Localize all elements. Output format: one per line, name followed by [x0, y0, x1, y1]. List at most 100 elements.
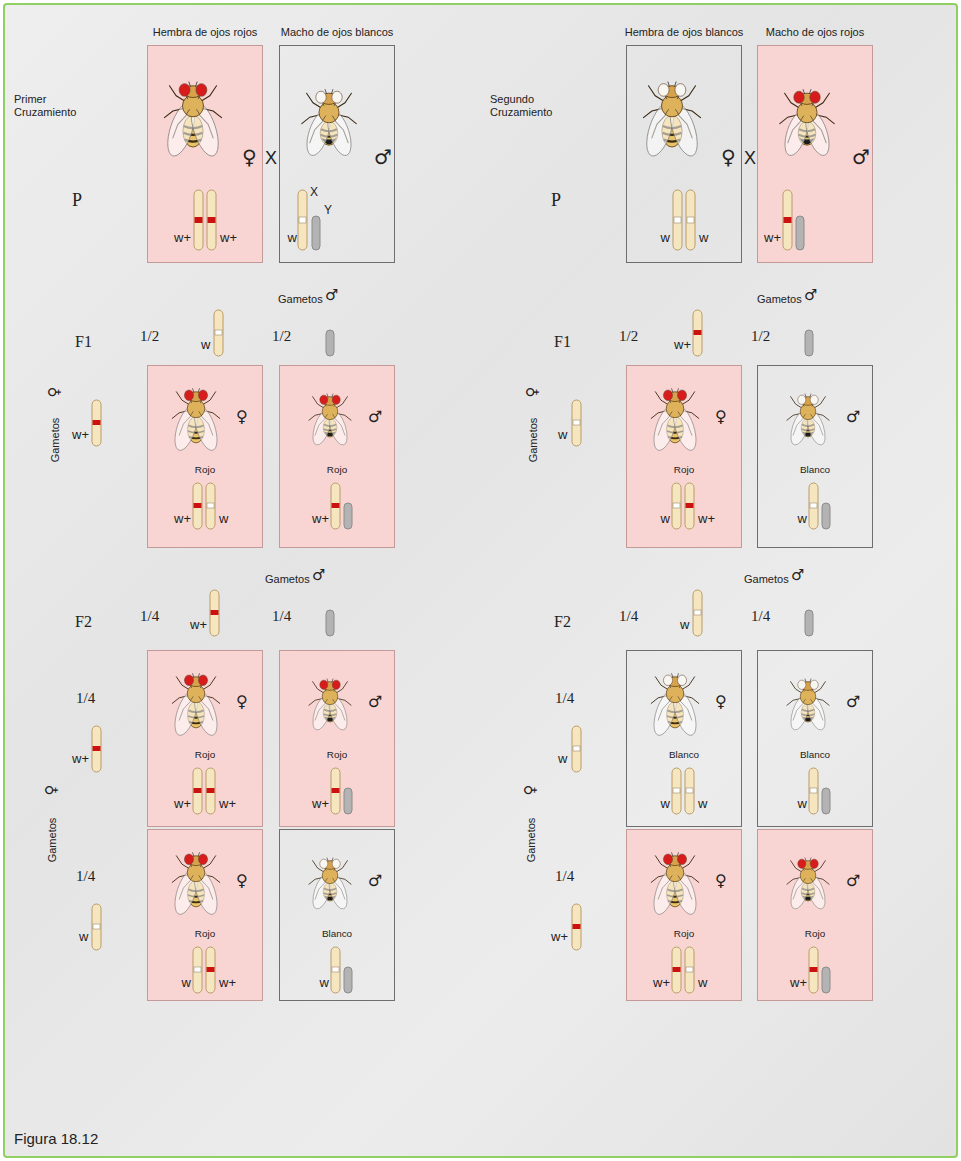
allele-label: w	[798, 797, 807, 812]
gamete-heading: Gametos	[527, 418, 540, 463]
fly-box-art	[641, 82, 702, 250]
sex-symbol: ♂	[368, 693, 382, 711]
sex-symbol: ♀	[522, 785, 539, 796]
allele-label: w+	[764, 231, 781, 246]
allele-label: w+	[219, 797, 236, 812]
fly-box: ♂Blancow	[757, 650, 873, 827]
fraction: 1/2	[751, 328, 770, 345]
allele-label: w+	[190, 618, 207, 633]
sex-symbol: ♀	[236, 693, 248, 711]
fly-box: ♀Rojow+w+	[147, 650, 263, 827]
phenotype-label: Rojo	[758, 928, 872, 939]
sex-symbol: ♂	[368, 872, 382, 890]
allele-label: w+	[72, 752, 89, 767]
generation-label: P	[551, 190, 561, 211]
fly-box: Macho de ojos blancos♂wXY	[279, 45, 395, 263]
phenotype-label: Blanco	[280, 928, 394, 939]
fly-box-art	[626, 829, 742, 1001]
allele-label: w	[79, 930, 88, 945]
generation-label: P	[72, 190, 82, 211]
figure-caption: Figura 18.12	[14, 1130, 98, 1147]
box-heading: Hembra de ojos rojos	[136, 26, 274, 39]
generation-label: F2	[554, 613, 571, 631]
phenotype-label: Rojo	[627, 928, 741, 939]
sex-symbol: ♀	[236, 872, 248, 890]
allele-label: w+	[174, 231, 191, 246]
fly-box: Macho de ojos rojos♂w+	[757, 45, 873, 263]
phenotype-label: Rojo	[148, 464, 262, 475]
fly-box: ♀Blancoww	[626, 650, 742, 827]
fly-box-art	[147, 829, 263, 1001]
cross-name: Primer Cruzamiento	[14, 93, 84, 118]
sex-symbol: ♀	[524, 387, 541, 398]
fly-box: ♂Blancow	[279, 829, 395, 1001]
gamete-heading: Gametos	[278, 293, 323, 306]
fraction: 1/4	[555, 690, 574, 707]
fraction: 1/4	[140, 608, 159, 625]
allele-label: w	[698, 797, 707, 812]
sex-symbol: ♂	[852, 146, 870, 169]
fraction: 1/4	[76, 690, 95, 707]
cross-symbol: X	[265, 148, 277, 169]
fly-box: ♂Blancow	[757, 365, 873, 548]
cross-name: Segundo Cruzamiento	[490, 93, 560, 118]
phenotype-label: Blanco	[758, 749, 872, 760]
phenotype-label: Rojo	[148, 749, 262, 760]
fly-box-art	[787, 394, 830, 529]
phenotype-label: Blanco	[758, 464, 872, 475]
allele-label: w	[182, 976, 191, 991]
gamete-heading: Gametos	[744, 573, 789, 586]
fly-box-art	[787, 679, 830, 814]
allele-label: w	[288, 231, 297, 246]
fly-box-art	[757, 829, 873, 1001]
sex-symbol: ♀	[43, 785, 60, 796]
allele-label: w+	[674, 338, 691, 353]
allele-label: w	[558, 752, 567, 767]
cross-symbol: X	[744, 148, 756, 169]
allele-label: w+	[174, 512, 191, 527]
sex-symbol: ♂	[791, 567, 804, 584]
generation-label: F2	[75, 613, 92, 631]
phenotype-label: Rojo	[280, 464, 394, 475]
fraction: 1/4	[555, 868, 574, 885]
allele-label: w	[698, 976, 707, 991]
generation-label: F1	[75, 333, 92, 351]
fraction: 1/4	[751, 608, 770, 625]
allele-label: w	[558, 428, 567, 443]
fraction: 1/2	[619, 328, 638, 345]
gamete-heading: Gametos	[525, 818, 538, 863]
allele-label: w+	[312, 512, 329, 527]
allele-label: w+	[551, 930, 568, 945]
fly-box: Hembra de ojos rojos♀w+w+	[147, 45, 263, 263]
fraction: 1/4	[272, 608, 291, 625]
sex-symbol: ♂	[374, 146, 392, 169]
allele-label: w	[661, 512, 670, 527]
allele-label: w+	[312, 797, 329, 812]
phenotype-label: Blanco	[627, 749, 741, 760]
fly-box-art	[309, 858, 352, 993]
fly-box: ♀Rojoww+	[626, 365, 742, 548]
phenotype-label: Rojo	[148, 928, 262, 939]
allele-label: Y	[324, 204, 332, 218]
phenotype-label: Rojo	[627, 464, 741, 475]
sex-symbol: ♂	[846, 408, 860, 426]
sex-symbol: ♀	[715, 872, 727, 890]
sex-symbol: ♀	[715, 408, 727, 426]
gamete-heading: Gametos	[265, 573, 310, 586]
fly-box-art	[757, 45, 873, 263]
allele-label: X	[310, 186, 318, 200]
gamete-chromosomes	[92, 310, 813, 950]
fraction: 1/4	[619, 608, 638, 625]
fly-box-art	[298, 89, 356, 250]
phenotype-label: Rojo	[280, 749, 394, 760]
fly-box-art	[147, 365, 263, 548]
allele-label: w	[661, 797, 670, 812]
gamete-heading: Gametos	[49, 418, 62, 463]
fraction: 1/4	[76, 868, 95, 885]
fly-box: ♀Rojow+w	[147, 365, 263, 548]
sex-symbol: ♂	[368, 408, 382, 426]
sex-symbol: ♀	[46, 387, 63, 398]
fly-box: ♂Rojow+	[757, 829, 873, 1001]
gamete-heading: Gametos	[46, 818, 59, 863]
